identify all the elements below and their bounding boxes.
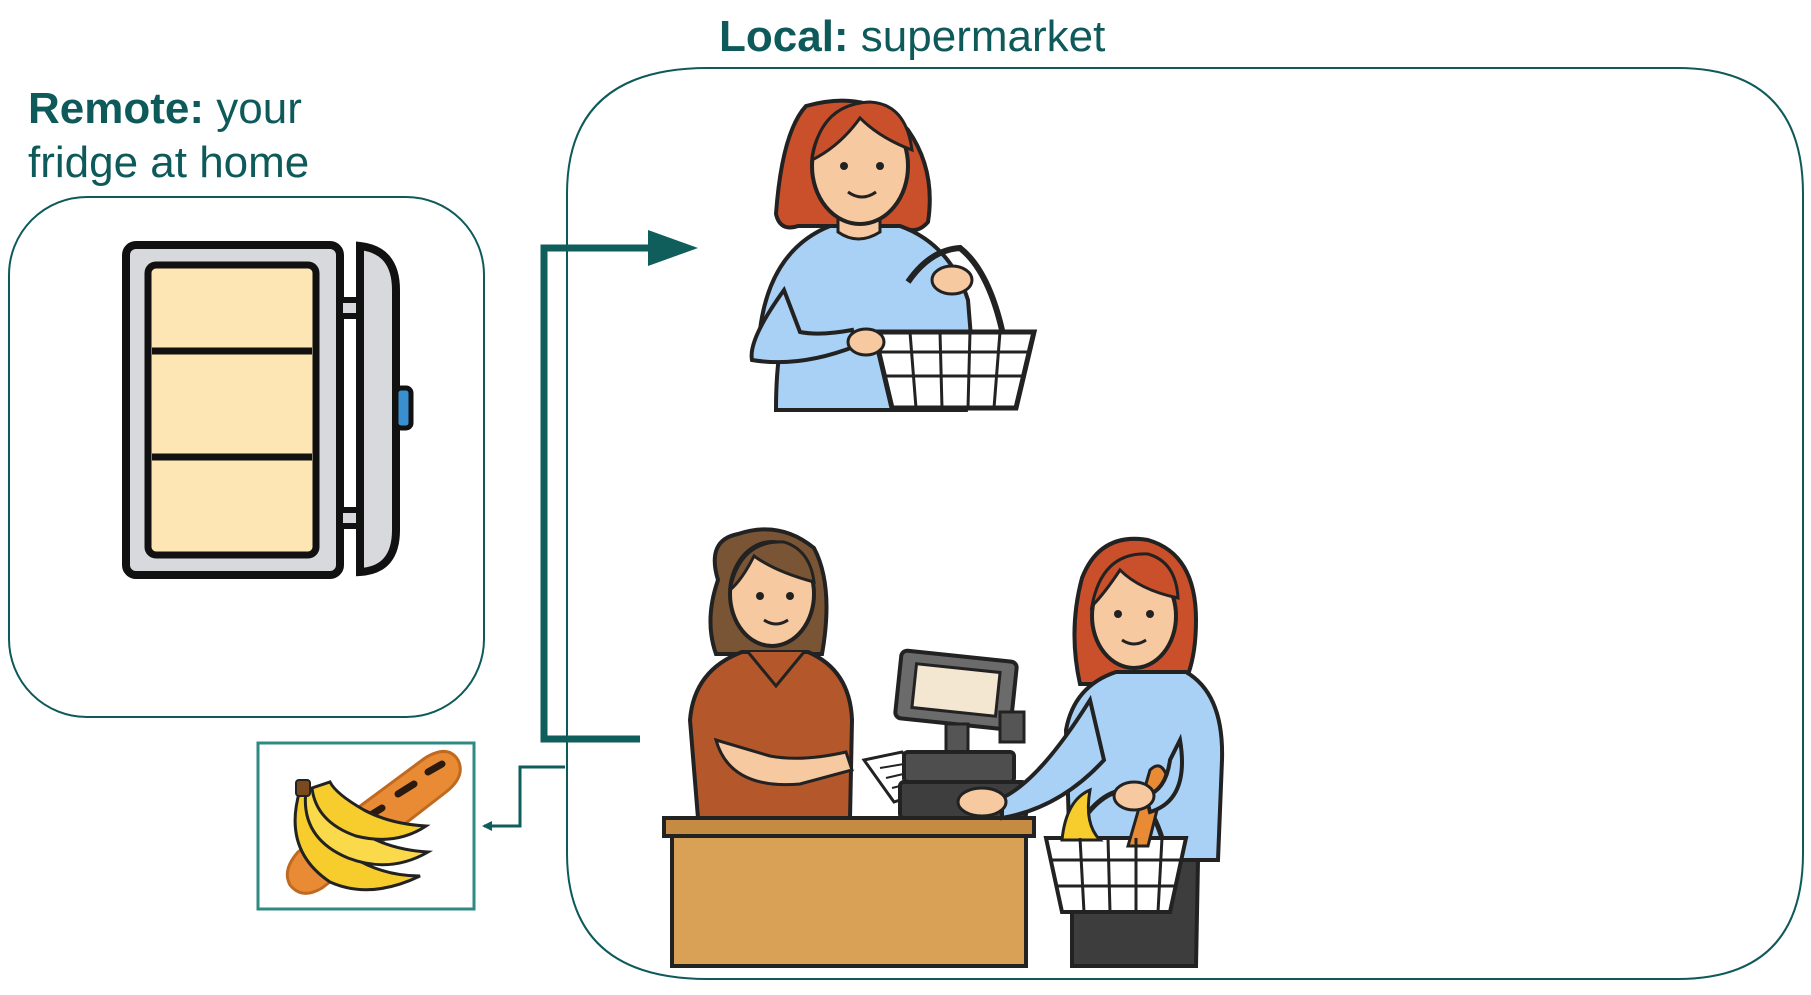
arrowhead-to-shopper: [648, 230, 698, 266]
local-supermarket-label: Local: supermarket: [719, 12, 1106, 61]
flow-arrow-checkout-to-shopper: [540, 244, 650, 743]
groceries-box: [256, 741, 476, 911]
flow-arrow-to-groceries: [482, 765, 565, 831]
cash-register-icon: [893, 648, 1028, 820]
banana-icon: [293, 779, 434, 892]
supermarket-container: [566, 67, 1804, 980]
shopper-with-basket-icon: [749, 98, 1038, 412]
checkout-counter: [662, 816, 1036, 968]
cashier-icon: [687, 527, 933, 820]
customer-icon: [956, 536, 1225, 968]
fridge-container: [8, 196, 485, 718]
fridge-icon: [122, 241, 414, 579]
